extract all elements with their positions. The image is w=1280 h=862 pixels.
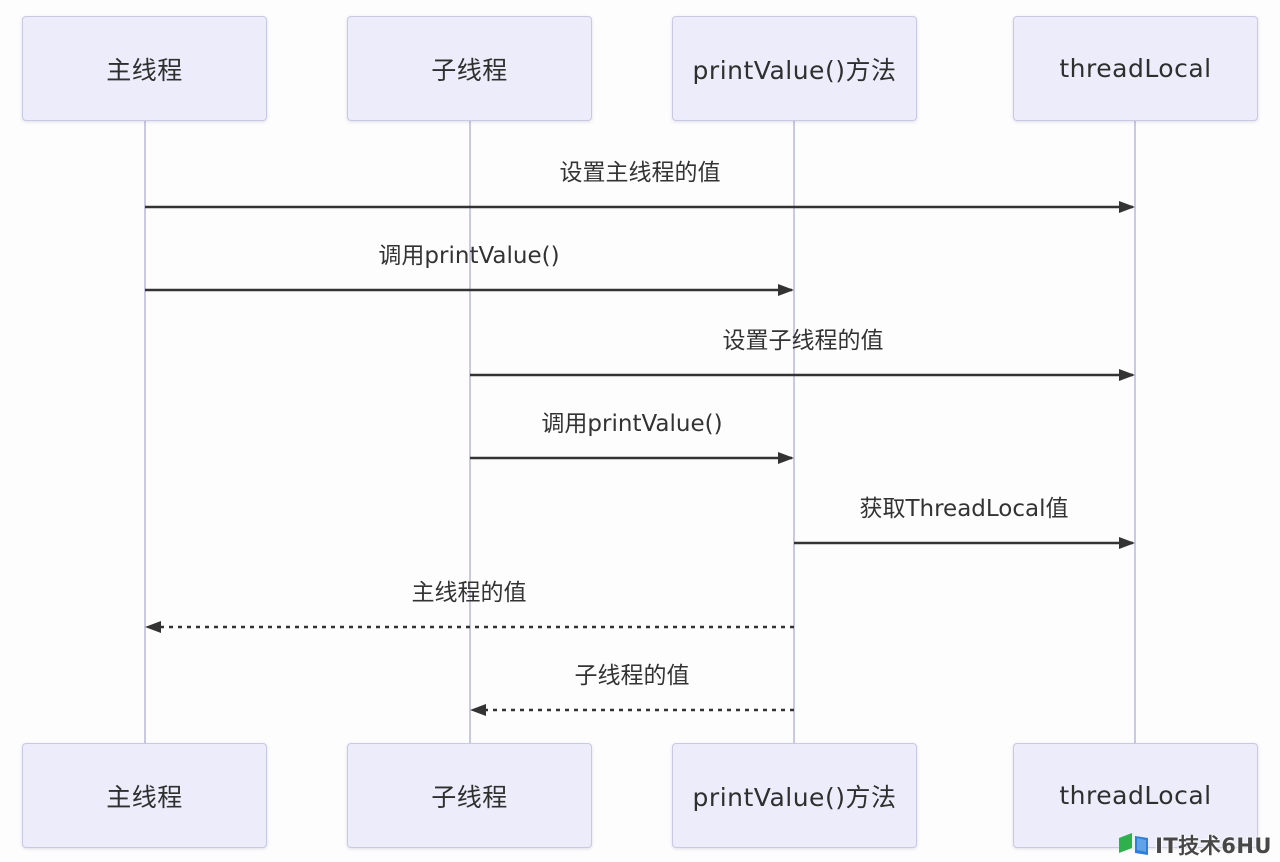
watermark-text: IT技术6HU [1155, 834, 1272, 858]
actor-top-thread-local: threadLocal [1013, 16, 1258, 121]
message-label-call-print-child: 调用printValue() [541, 411, 723, 437]
watermark: IT技术6HU [1118, 830, 1272, 860]
actor-bottom-main-thread: 主线程 [22, 743, 267, 848]
message-label-return-main-value: 主线程的值 [411, 580, 527, 606]
message-label-set-child-value: 设置子线程的值 [722, 328, 884, 354]
message-label-get-threadlocal: 获取ThreadLocal值 [859, 496, 1069, 522]
message-label-return-child-value: 子线程的值 [574, 663, 690, 689]
message-label-set-main-value: 设置主线程的值 [559, 160, 721, 186]
actor-top-print-method: printValue()方法 [672, 16, 917, 121]
book-icon [1119, 833, 1149, 855]
message-label-call-print-main: 调用printValue() [378, 243, 560, 269]
actor-top-main-thread: 主线程 [22, 16, 267, 121]
actor-bottom-print-method: printValue()方法 [672, 743, 917, 848]
actor-bottom-child-thread: 子线程 [347, 743, 592, 848]
actor-top-child-thread: 子线程 [347, 16, 592, 121]
actor-bottom-thread-local: threadLocal [1013, 743, 1258, 848]
